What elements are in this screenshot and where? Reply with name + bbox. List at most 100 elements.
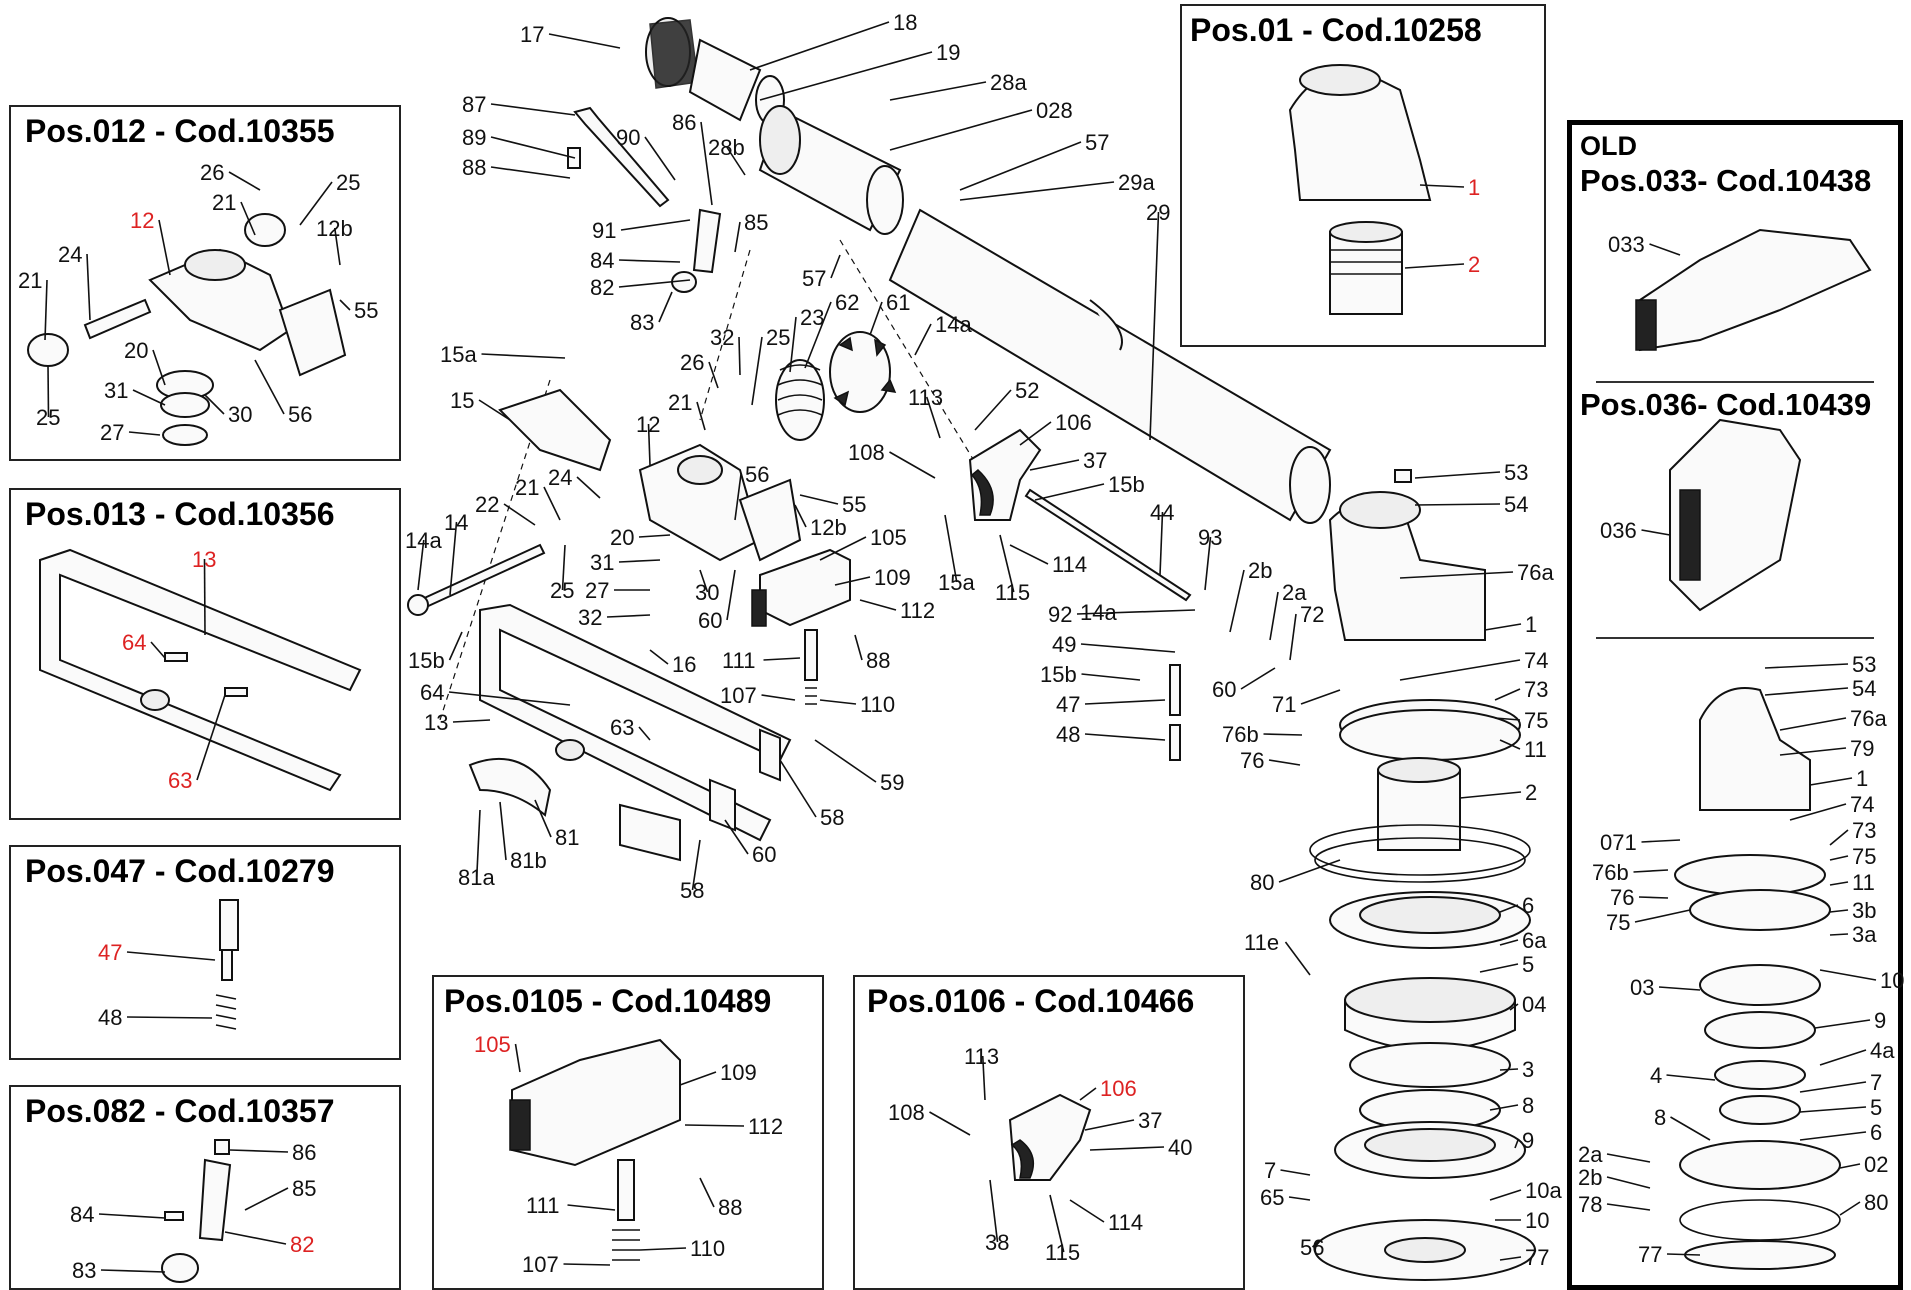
leader-l11e bbox=[1284, 941, 1311, 976]
leader-o_76b bbox=[1633, 869, 1669, 873]
part-label-p0106_115: 115 bbox=[1045, 1240, 1080, 1265]
part-label-l87: 87 bbox=[462, 92, 486, 117]
box-pos047: Pos.047 - Cod.10279 bbox=[9, 845, 401, 1060]
part-label-l27a: 27 bbox=[585, 578, 609, 603]
part-label-l21b: 21 bbox=[515, 475, 539, 500]
part-label-l92: 92 bbox=[1048, 602, 1072, 627]
leader-lines bbox=[44, 21, 1877, 1273]
part-label-p012_20: 20 bbox=[124, 338, 148, 363]
part-label-l93: 93 bbox=[1198, 525, 1222, 550]
part-label-o_8: 8 bbox=[1654, 1105, 1666, 1130]
leader-l15b3 bbox=[1081, 673, 1141, 681]
part-label-l47a: 47 bbox=[1056, 692, 1080, 717]
part-label-p082_82: 82 bbox=[290, 1232, 314, 1257]
part-label-o_9: 9 bbox=[1874, 1008, 1886, 1033]
leader-l028 bbox=[889, 109, 1033, 151]
part-label-l77a: 77 bbox=[1525, 1245, 1549, 1270]
leader-l85a bbox=[734, 221, 741, 253]
housing-1 bbox=[1328, 469, 1486, 641]
leader-o_74 bbox=[1789, 803, 1847, 821]
leader-l2b1 bbox=[1229, 569, 1245, 633]
part-label-p0106_113: 113 bbox=[964, 1044, 999, 1069]
lever-87 bbox=[567, 106, 670, 208]
part-label-l110a: 110 bbox=[860, 692, 895, 717]
leader-l84a bbox=[618, 259, 681, 263]
leader-l3a bbox=[1499, 1068, 1519, 1071]
box-pos0105-title: Pos.0105 - Cod.10489 bbox=[444, 983, 772, 1019]
p0105-bracket bbox=[509, 1038, 681, 1261]
part-label-l19: 19 bbox=[936, 40, 960, 65]
leader-p012_25a bbox=[299, 181, 333, 226]
p01-housing bbox=[1288, 64, 1432, 201]
part-label-p0105_107: 107 bbox=[522, 1252, 559, 1277]
leader-l61 bbox=[869, 301, 883, 336]
leader-p082_86 bbox=[229, 1149, 289, 1153]
leader-l14 bbox=[449, 521, 458, 596]
part-label-o_071: 071 bbox=[1600, 830, 1637, 855]
leader-p047_48 bbox=[126, 1016, 213, 1019]
part-label-p012_30: 30 bbox=[228, 402, 252, 427]
part-label-p012_25b: 25 bbox=[36, 405, 60, 430]
part-label-o_73: 73 bbox=[1852, 818, 1876, 843]
leader-o_75b bbox=[1634, 909, 1691, 923]
part-label-p0105_109: 109 bbox=[720, 1060, 757, 1085]
part-label-o_80: 80 bbox=[1864, 1190, 1888, 1215]
part-label-l12b1: 12b bbox=[810, 515, 847, 540]
leader-l89 bbox=[490, 136, 576, 159]
part-label-l76a: 76 bbox=[1240, 748, 1264, 773]
leader-p0105_112 bbox=[684, 1124, 745, 1127]
leader-o_54 bbox=[1764, 687, 1849, 696]
part-label-l83a: 83 bbox=[630, 310, 654, 335]
part-label-l26a: 26 bbox=[680, 350, 704, 375]
pin-111 bbox=[804, 629, 818, 705]
part-label-o_3a: 3a bbox=[1852, 922, 1877, 947]
leader-o_8 bbox=[1670, 1116, 1711, 1141]
part-label-p012_55: 55 bbox=[354, 298, 378, 323]
leader-o_79 bbox=[1779, 747, 1847, 756]
frame-13 bbox=[479, 603, 792, 842]
part-label-p0105_105: 105 bbox=[474, 1032, 511, 1057]
p0106-handle bbox=[1008, 1093, 1092, 1181]
part-label-o_77: 77 bbox=[1638, 1242, 1662, 1267]
leader-l47a bbox=[1084, 699, 1166, 705]
part-label-l107a: 107 bbox=[720, 683, 757, 708]
part-label-l61: 61 bbox=[886, 290, 910, 315]
leader-l111a bbox=[763, 657, 801, 661]
tube-29 bbox=[888, 208, 1332, 524]
part-label-l15: 15 bbox=[450, 388, 474, 413]
part-label-l3a: 3 bbox=[1522, 1057, 1534, 1082]
leader-l72 bbox=[1289, 613, 1297, 661]
part-label-l114a: 114 bbox=[1052, 552, 1087, 577]
part-label-l55a: 55 bbox=[842, 492, 866, 517]
part-label-p012_24: 24 bbox=[58, 242, 82, 267]
part-label-l6a2: 6a bbox=[1522, 928, 1547, 953]
leader-o_2b bbox=[1606, 1176, 1651, 1189]
leader-o_03 bbox=[1658, 986, 1701, 991]
leader-l71 bbox=[1300, 689, 1341, 705]
part-label-l29: 29 bbox=[1146, 200, 1170, 225]
part-label-l113a: 113 bbox=[908, 385, 943, 410]
leader-o_76a bbox=[1779, 717, 1847, 731]
part-label-l112a: 112 bbox=[900, 598, 935, 623]
leader-l60c bbox=[1240, 667, 1276, 690]
part-label-o_02: 02 bbox=[1864, 1152, 1888, 1177]
part-label-p0105_111: 111 bbox=[526, 1193, 559, 1218]
part-label-p047_48: 48 bbox=[98, 1005, 122, 1030]
leader-o_033 bbox=[1649, 243, 1681, 256]
leader-l57b bbox=[830, 254, 841, 279]
leader-p012_12 bbox=[158, 219, 171, 276]
part-label-l25b: 25 bbox=[550, 578, 574, 603]
leader-p047_47 bbox=[126, 951, 216, 961]
part-label-l48a: 48 bbox=[1056, 722, 1080, 747]
leader-l113a bbox=[925, 396, 941, 439]
leader-p0105_109 bbox=[679, 1071, 717, 1086]
leader-o_78 bbox=[1606, 1203, 1651, 1211]
leader-p0106_38 bbox=[989, 1179, 999, 1243]
part-label-l88b: 88 bbox=[866, 648, 890, 673]
leader-l04 bbox=[1509, 1003, 1519, 1011]
leader-p0106_115 bbox=[1049, 1194, 1065, 1253]
leader-l87 bbox=[490, 103, 576, 116]
old-033-handle bbox=[1635, 228, 1872, 352]
part-label-l84a: 84 bbox=[590, 248, 614, 273]
part-label-l12a: 12 bbox=[636, 412, 660, 437]
